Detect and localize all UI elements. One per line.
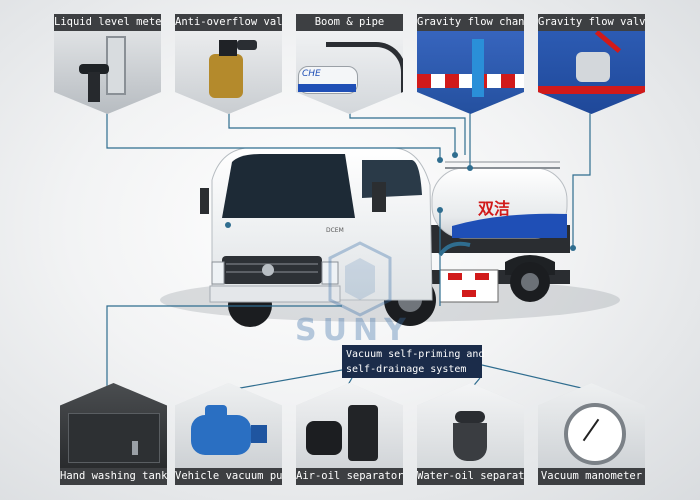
vacuum-tank: 双洁 — [431, 161, 568, 239]
card-anti-overflow-valve: Anti-overflow valve — [175, 14, 282, 114]
card-label: Vacuum manometer — [538, 468, 645, 485]
system-callout: Vacuum self-priming and self-drainage sy… — [342, 345, 485, 378]
card-label: Vehicle vacuum pump — [175, 468, 282, 485]
card-gravity-flow-valve: Gravity flow valve — [538, 14, 645, 114]
card-water-oil-separator: Water-oil separator — [417, 383, 524, 485]
cab-badge: DCEM — [326, 227, 344, 234]
callout-line-1: Vacuum self-priming and — [346, 349, 485, 360]
card-label: Liquid level meter — [54, 14, 161, 31]
card-label: Boom & pipe — [296, 14, 403, 31]
card-vehicle-vacuum-pump: Vehicle vacuum pump — [175, 383, 282, 485]
pipe-tag: CHE — [302, 69, 321, 79]
watermark-text: SUNY — [295, 313, 412, 348]
card-label: Gravity flow valve — [538, 14, 645, 31]
connector-lines — [106, 105, 591, 400]
card-vacuum-manometer: Vacuum manometer — [538, 383, 645, 485]
card-label: Gravity flow channel — [417, 14, 524, 31]
card-air-oil-separator: Air-oil separator — [296, 383, 403, 485]
card-label: Anti-overflow valve — [175, 14, 282, 31]
callout-line-2: self-drainage system — [346, 364, 467, 375]
suny-watermark: SUNY — [295, 241, 412, 348]
sewage-suction-truck: 双洁 — [200, 147, 570, 327]
card-gravity-flow-channel: Gravity flow channel — [417, 14, 524, 114]
card-hand-washing-tank: Hand washing tank — [60, 383, 167, 485]
card-label: Hand washing tank — [60, 468, 167, 485]
truck-cab: DCEM — [200, 147, 433, 303]
card-liquid-level-meter: Liquid level meter — [54, 14, 161, 114]
card-label: Air-oil separator — [296, 468, 403, 485]
card-boom-pipe: CHE Boom & pipe — [296, 14, 403, 114]
card-label: Water-oil separator — [417, 468, 524, 485]
tank-lettering: 双洁 — [478, 199, 510, 218]
connector-dots — [225, 152, 576, 251]
